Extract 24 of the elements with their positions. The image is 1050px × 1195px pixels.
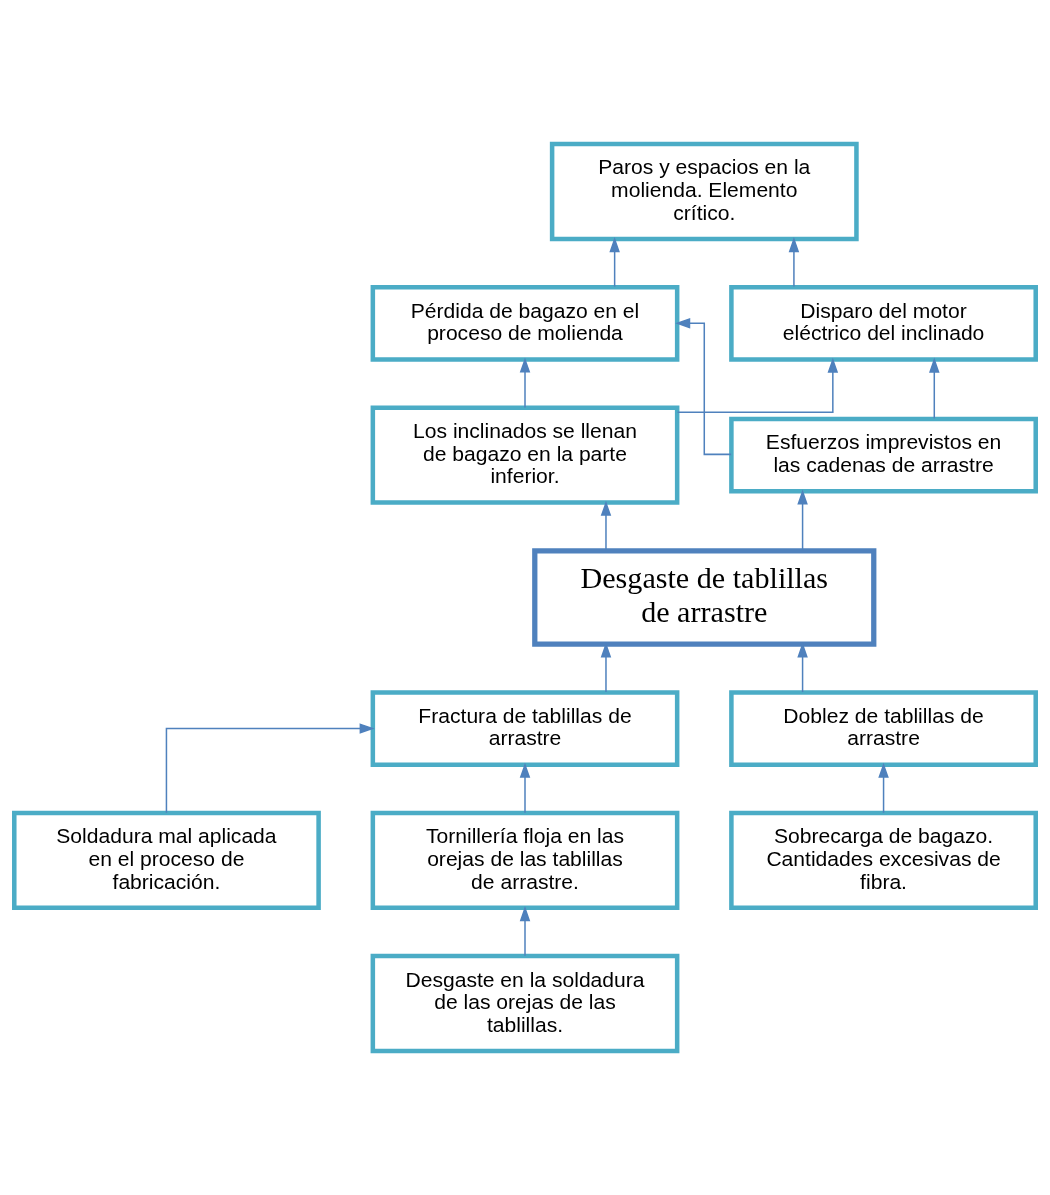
arrow [878, 762, 889, 814]
arrow [519, 906, 531, 957]
node-box: Paros y espacios en la molienda. Elemento crítico. [549, 141, 859, 242]
arrow [165, 723, 375, 814]
arrow [929, 357, 940, 420]
arrow [797, 489, 808, 552]
arrow [519, 357, 531, 409]
arrow [609, 237, 620, 288]
node-box: Sobrecarga de bagazo. Cantidades excesivas de fibra. [729, 810, 1038, 911]
arrow [600, 500, 612, 552]
node-box: Pérdida de bagazo en el proceso de molienda [370, 284, 680, 362]
arrow [676, 357, 839, 413]
node-box: Soldadura mal aplicada en el proceso de fabricación. [12, 810, 321, 911]
node-box: Disparo del motor eléctrico del inclinado [729, 284, 1038, 362]
node-box: Desgaste de tablillas de arrastre [532, 548, 877, 647]
arrow [675, 318, 732, 456]
node-box: Tornillería floja en las orejas de las tablillas de arrastre. [370, 810, 680, 911]
arrow [788, 237, 800, 288]
node-box: Esfuerzos imprevistos en las cadenas de arrastre [729, 416, 1038, 494]
node-box: Los inclinados se llenan de bagazo en la parte inferior. [370, 405, 680, 505]
arrow [519, 762, 531, 814]
node-box: Fractura de tablillas de arrastre [370, 690, 680, 767]
node-box: Doblez de tablillas de arrastre [729, 690, 1038, 767]
node-box: Desgaste en la soldadura de las orejas de las tablillas. [370, 953, 680, 1054]
